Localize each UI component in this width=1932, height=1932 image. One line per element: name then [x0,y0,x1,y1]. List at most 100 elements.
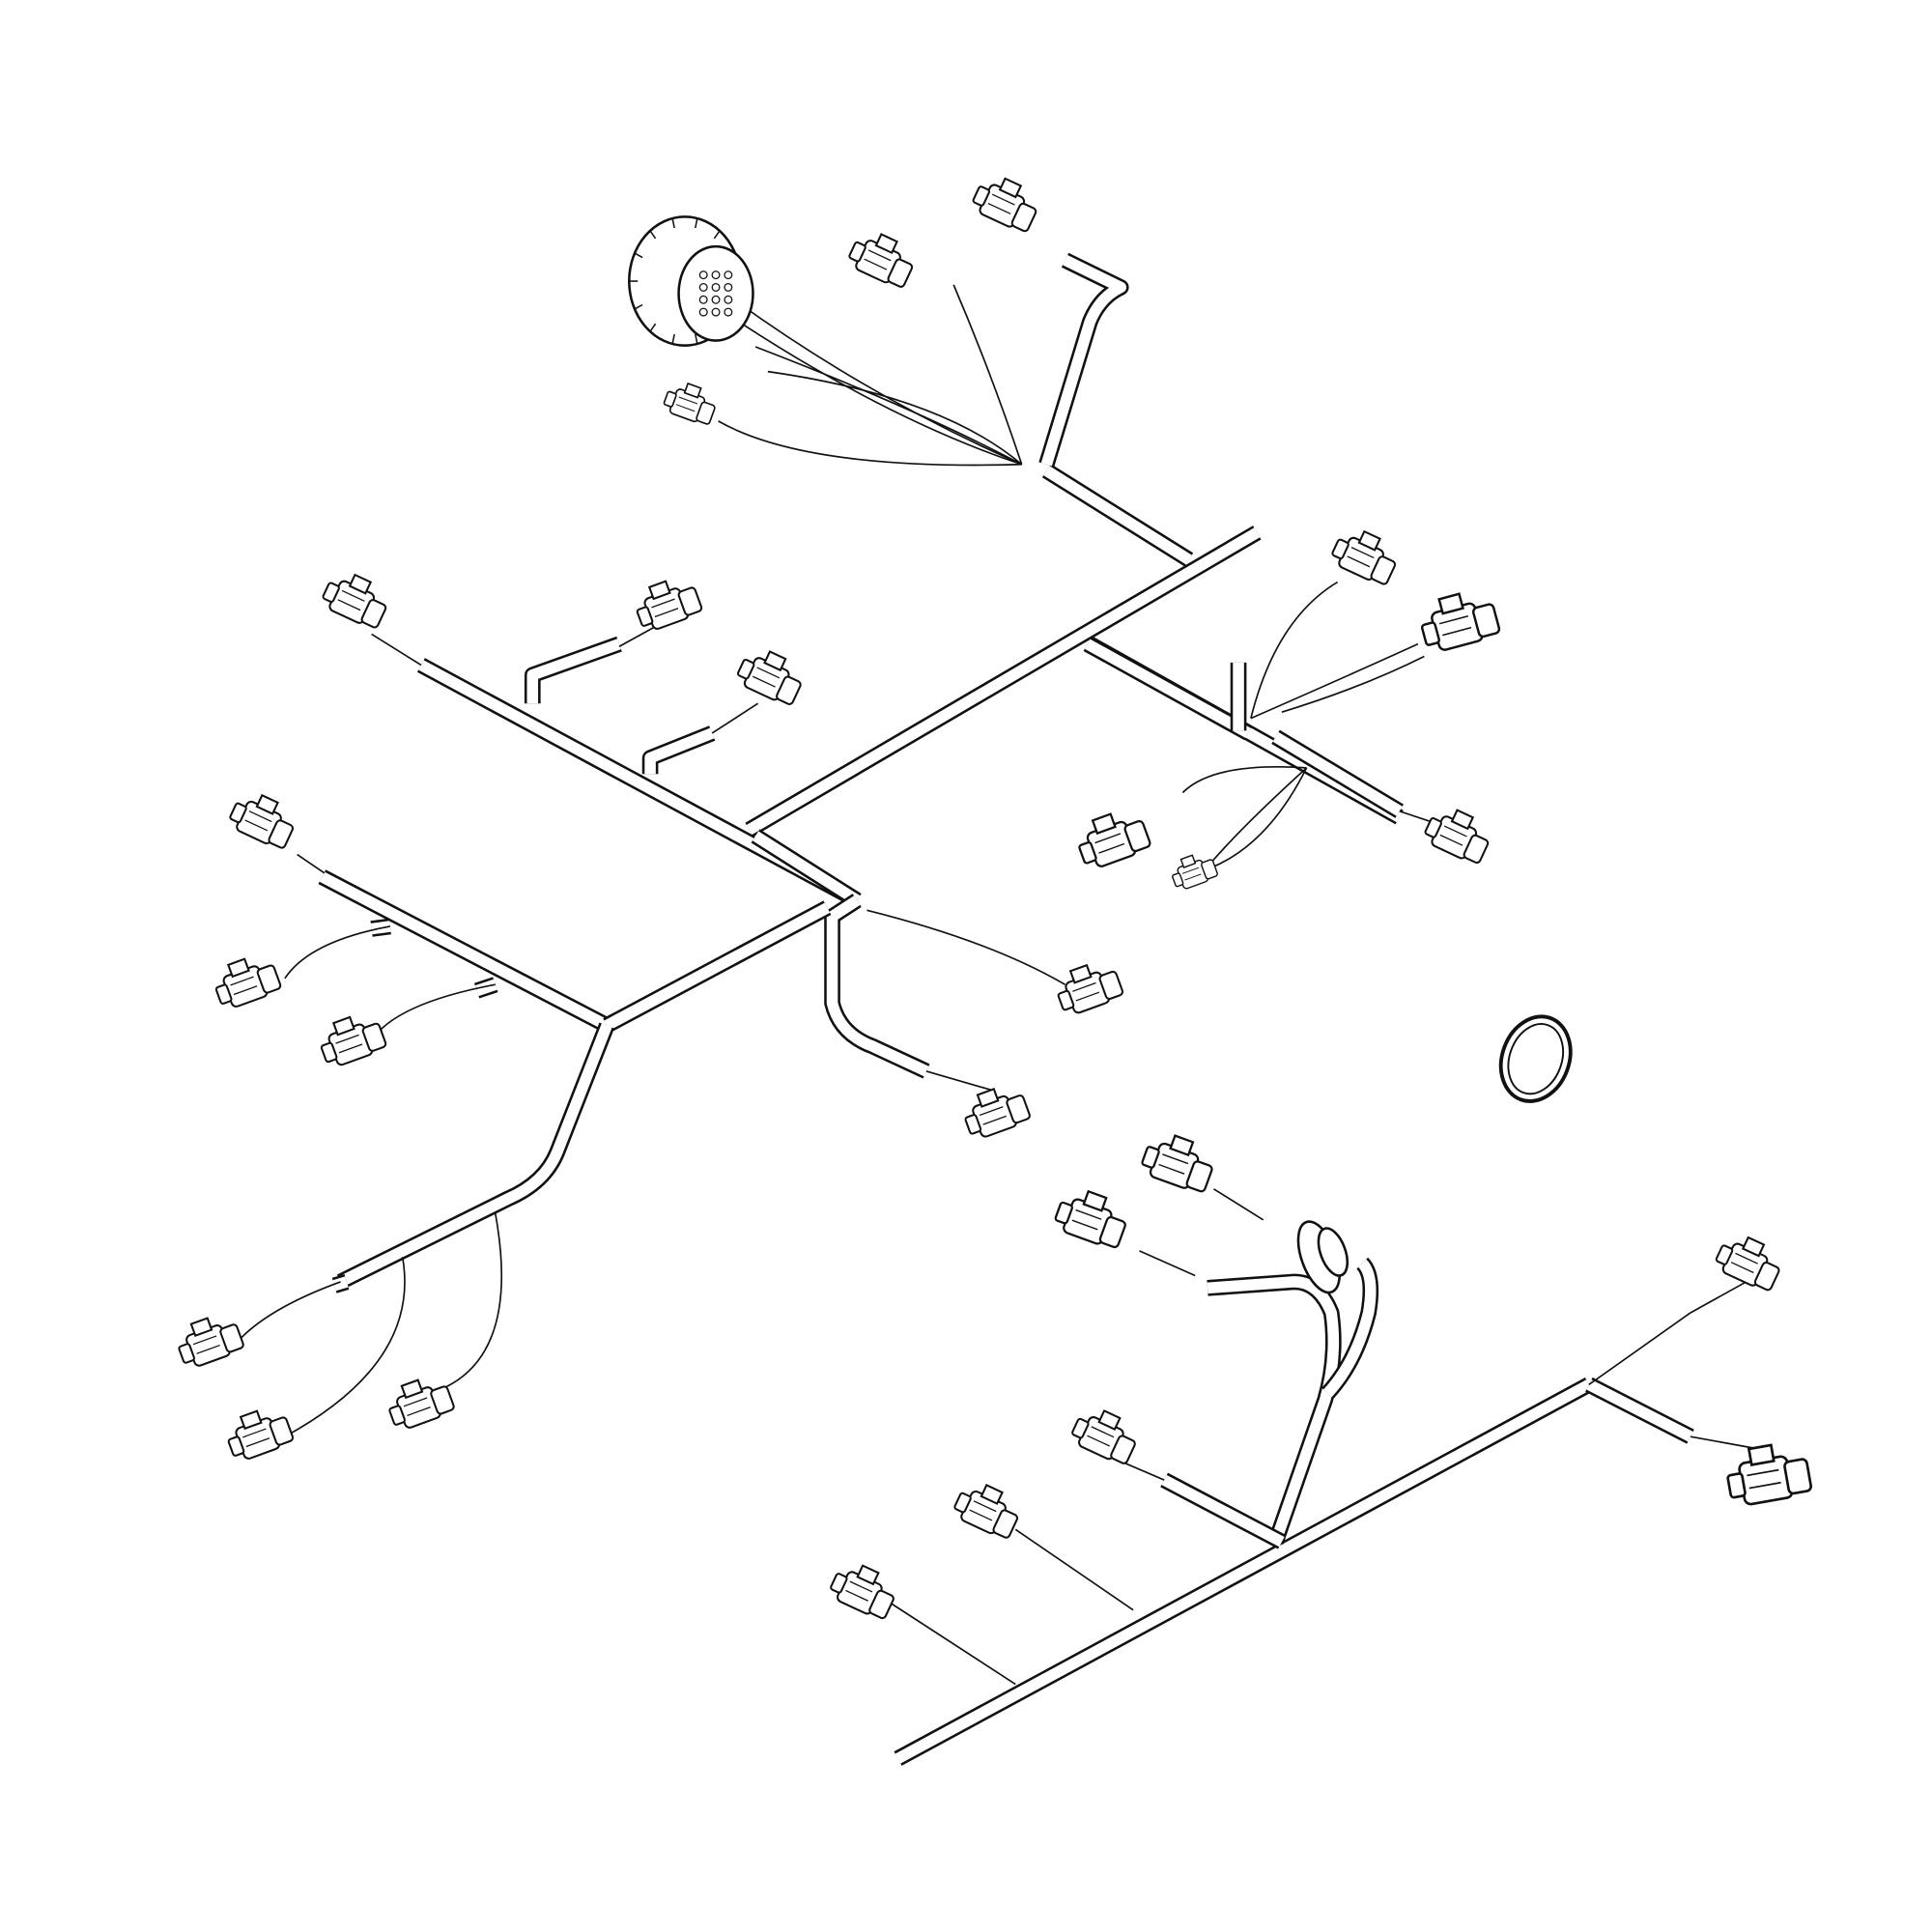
connector-rib [335,1034,359,1044]
connector-rib [979,1106,1004,1117]
connector-boot [1123,819,1151,853]
harness-trunk [641,725,716,775]
connector [972,177,1037,233]
connector-pin [711,295,721,304]
round-connector-knurl [634,303,643,310]
connector-latch [1741,1236,1766,1258]
trunk-fill [1084,639,1252,739]
trunk-fill [644,727,715,775]
connector-rib [337,599,361,611]
connector-rib [1087,1435,1110,1447]
connector-rib [651,598,675,609]
harness-trunk [1585,1377,1694,1444]
connector-rib [864,258,888,270]
harness-trunk [824,894,930,1079]
connector [320,1015,387,1066]
connector-pin [698,295,708,304]
o-ring [1498,1014,1573,1103]
connector-pin [698,270,708,280]
trunk-fill [1043,466,1192,565]
trunk-outline [1207,1273,1342,1545]
connector-boot [1110,1435,1136,1464]
connector-pin [724,282,733,292]
connector-boot [268,819,295,849]
connector-face [848,241,867,263]
connector-pin [698,307,708,317]
connector-latch [255,793,279,815]
connector-latch [1450,809,1475,831]
connector-rib [407,1406,431,1417]
connector [1172,854,1218,890]
connector-rib [675,404,696,412]
connector [1057,963,1124,1014]
connector-face [1420,621,1440,646]
connector-boot [1783,1458,1813,1495]
connector-rib [1350,547,1375,559]
wire [241,1281,341,1339]
connector-boot [1006,1094,1031,1124]
connector [227,1409,295,1460]
connector-rib [1181,867,1200,874]
connector-boot [868,1589,895,1620]
connector-face [388,1405,406,1426]
wire [718,420,1022,467]
connector-rib [1347,555,1371,568]
connector-rib [1072,981,1096,992]
connector [830,1564,895,1620]
connector-face [1078,840,1097,865]
harness-trunk [1083,637,1253,741]
connector [953,1484,1019,1539]
connector-face [227,1435,245,1457]
connector-latch [1082,1189,1108,1212]
wire [1588,1312,1691,1386]
connector [229,793,295,849]
wire [297,853,326,874]
connector-rib [1075,991,1100,1002]
wire [767,370,1023,466]
connector-pin [711,307,721,317]
o-ring-inner [1507,1023,1565,1095]
connector-boot [696,401,716,425]
connector-face [972,185,990,207]
connector-face [964,1114,982,1135]
wire [1281,655,1425,713]
connector-face [320,1041,338,1064]
wire [371,633,422,667]
connector-rib [867,249,892,262]
wire [284,1257,406,1437]
connector-rib [1162,1153,1189,1165]
wire [445,1213,503,1388]
harness-trunk [603,900,832,1033]
connector-rib [248,810,272,823]
harness-trunk [751,829,862,908]
wire [370,983,496,1041]
connector-rib [845,1589,868,1602]
trunk-fill [1161,1474,1285,1548]
connector-boot [1010,202,1037,233]
wire [891,1603,1016,1686]
connector [1715,1236,1780,1292]
connector-face [1141,1146,1160,1169]
connector-face [736,658,755,680]
connector-latch [856,1564,880,1586]
connector-boot [1370,555,1397,585]
connector-boot [361,1022,387,1052]
connector-rib [1071,1219,1098,1231]
connector-face [1057,989,1075,1011]
harness-trunk [1041,464,1194,567]
connector-rib [973,1500,997,1513]
wire [1250,581,1339,719]
connector [1078,812,1151,867]
trunk-fill [826,895,929,1077]
wire [1212,1188,1264,1221]
connector-face [636,606,654,627]
connector-face [1054,1201,1073,1225]
wire [1139,1250,1196,1277]
wire [711,702,759,734]
connector-rib [1091,1426,1115,1438]
wire [1014,1528,1134,1611]
connector-latch [239,1409,263,1431]
connector [1331,529,1397,585]
connector-pin [724,270,733,280]
